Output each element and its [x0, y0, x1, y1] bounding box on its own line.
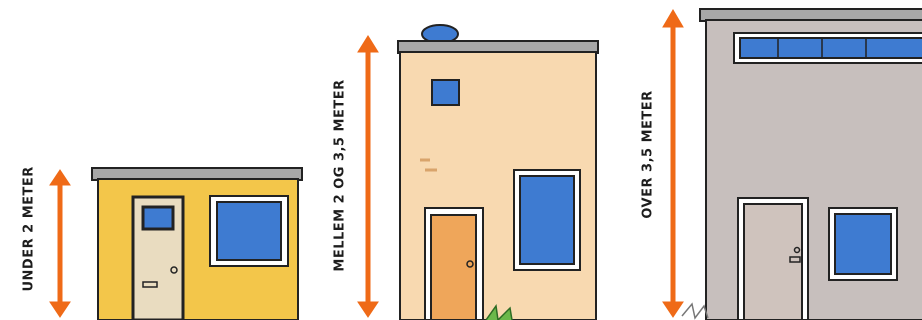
- height-arrow-icon: [358, 36, 378, 317]
- window: [520, 176, 574, 264]
- height-arrow-icon: [50, 170, 70, 317]
- height-arrow-icon: [663, 10, 683, 317]
- small-house-drawing: [0, 0, 300, 320]
- tall-house-drawing: [600, 0, 922, 320]
- panel-between-2-and-3-5m: MELLEM 2 OG 3,5 METER: [300, 0, 600, 320]
- panel-under-2m: UNDER 2 METER: [0, 0, 300, 320]
- window: [835, 214, 891, 274]
- medium-house-drawing: [300, 0, 600, 320]
- panel-over-3-5m: OVER 3,5 METER: [600, 0, 922, 320]
- grass: [682, 304, 708, 318]
- window: [217, 202, 281, 260]
- top-window: [740, 38, 922, 58]
- door-window: [143, 207, 173, 229]
- upper-window: [432, 80, 459, 105]
